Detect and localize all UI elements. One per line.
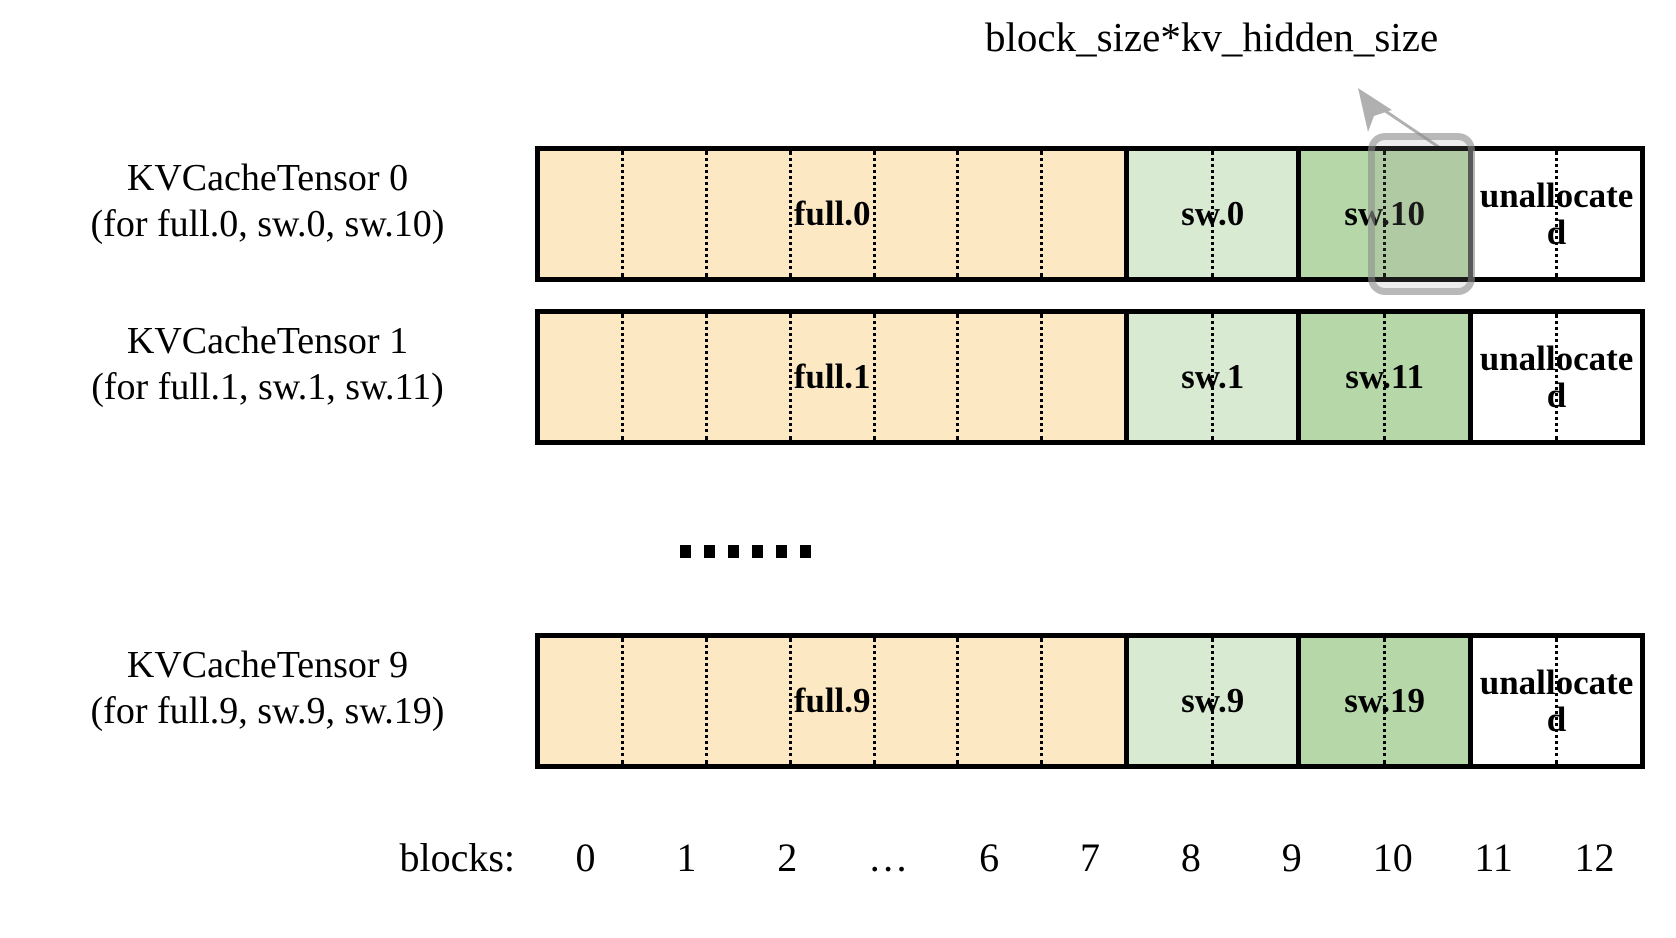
blocks-axis: blocks: 0 1 2 … 6 7 8 9 10 11 12 bbox=[0, 834, 1676, 894]
segment-label: unallocated bbox=[1479, 662, 1634, 739]
segment-label: sw.11 bbox=[1345, 357, 1425, 397]
axis-tick: 12 bbox=[1574, 835, 1615, 880]
row-title: KVCacheTensor 9 bbox=[126, 644, 409, 686]
block-dividers bbox=[1301, 151, 1468, 277]
axis-tick: 9 bbox=[1281, 835, 1302, 880]
row-label-kvcachetensor-9: KVCacheTensor 9 (for full.9, sw.9, sw.19… bbox=[20, 642, 515, 735]
segment-sw[interactable]: sw.1 bbox=[1129, 314, 1302, 440]
segment-label: sw.10 bbox=[1344, 194, 1425, 234]
axis-tick: 8 bbox=[1180, 835, 1201, 880]
kvcachetensor-1-bar: full.1 sw.1 sw.11 unallocated bbox=[535, 309, 1645, 445]
axis-tick: … bbox=[868, 835, 909, 880]
segment-sw-second[interactable]: sw.11 bbox=[1301, 314, 1474, 440]
callout-label: block_size*kv_hidden_size bbox=[985, 14, 1439, 60]
kvcachetensor-9-bar: full.9 sw.9 sw.19 unallocated bbox=[535, 633, 1645, 769]
axis-tick-list: 0 1 2 … 6 7 8 9 10 11 12 bbox=[535, 834, 1645, 894]
row-subtitle: (for full.9, sw.9, sw.19) bbox=[90, 690, 445, 733]
segment-label: full.9 bbox=[793, 681, 871, 721]
axis-tick: 10 bbox=[1372, 835, 1413, 880]
block-dividers bbox=[1129, 151, 1296, 277]
block-dividers bbox=[540, 314, 1124, 440]
block-dividers bbox=[1473, 151, 1640, 277]
row-title: KVCacheTensor 1 bbox=[126, 320, 409, 362]
kvcachetensor-0-bar: full.0 sw.0 sw.10 unallocated bbox=[535, 146, 1645, 282]
segment-label: unallocated bbox=[1479, 338, 1634, 415]
axis-tick: 11 bbox=[1474, 835, 1513, 880]
block-dividers bbox=[1129, 638, 1296, 764]
block-dividers bbox=[1473, 314, 1640, 440]
block-dividers bbox=[540, 151, 1124, 277]
row-label-kvcachetensor-0: KVCacheTensor 0 (for full.0, sw.0, sw.10… bbox=[20, 155, 515, 248]
axis-tick: 0 bbox=[575, 835, 596, 880]
segment-label: full.0 bbox=[793, 194, 871, 234]
block-dividers bbox=[1301, 314, 1468, 440]
row-label-kvcachetensor-1: KVCacheTensor 1 (for full.1, sw.1, sw.11… bbox=[20, 318, 515, 411]
segment-full[interactable]: full.9 bbox=[540, 638, 1130, 764]
segment-label: unallocated bbox=[1479, 175, 1634, 252]
segment-full[interactable]: full.1 bbox=[540, 314, 1130, 440]
segment-sw-second[interactable]: sw.10 bbox=[1301, 151, 1474, 277]
segment-label: full.1 bbox=[793, 357, 871, 397]
segment-sw-second[interactable]: sw.19 bbox=[1301, 638, 1474, 764]
axis-tick: 7 bbox=[1079, 835, 1100, 880]
rows-ellipsis bbox=[680, 545, 811, 558]
segment-unallocated[interactable]: unallocated bbox=[1473, 151, 1640, 277]
block-dividers bbox=[1301, 638, 1468, 764]
segment-sw[interactable]: sw.0 bbox=[1129, 151, 1302, 277]
segment-label: sw.9 bbox=[1181, 681, 1245, 721]
axis-tick: 6 bbox=[979, 835, 1000, 880]
row-subtitle: (for full.0, sw.0, sw.10) bbox=[90, 203, 445, 246]
segment-full[interactable]: full.0 bbox=[540, 151, 1130, 277]
axis-tick: 1 bbox=[676, 835, 697, 880]
segment-label: sw.0 bbox=[1181, 194, 1245, 234]
row-subtitle: (for full.1, sw.1, sw.11) bbox=[91, 366, 444, 409]
block-dividers bbox=[1129, 314, 1296, 440]
block-dividers bbox=[1473, 638, 1640, 764]
segment-label: sw.19 bbox=[1344, 681, 1425, 721]
block-dividers bbox=[540, 638, 1124, 764]
axis-tick: 2 bbox=[777, 835, 798, 880]
row-title: KVCacheTensor 0 bbox=[126, 157, 409, 199]
segment-unallocated[interactable]: unallocated bbox=[1473, 314, 1640, 440]
segment-label: sw.1 bbox=[1181, 357, 1245, 397]
axis-title: blocks: bbox=[399, 835, 515, 880]
segment-unallocated[interactable]: unallocated bbox=[1473, 638, 1640, 764]
segment-sw[interactable]: sw.9 bbox=[1129, 638, 1302, 764]
